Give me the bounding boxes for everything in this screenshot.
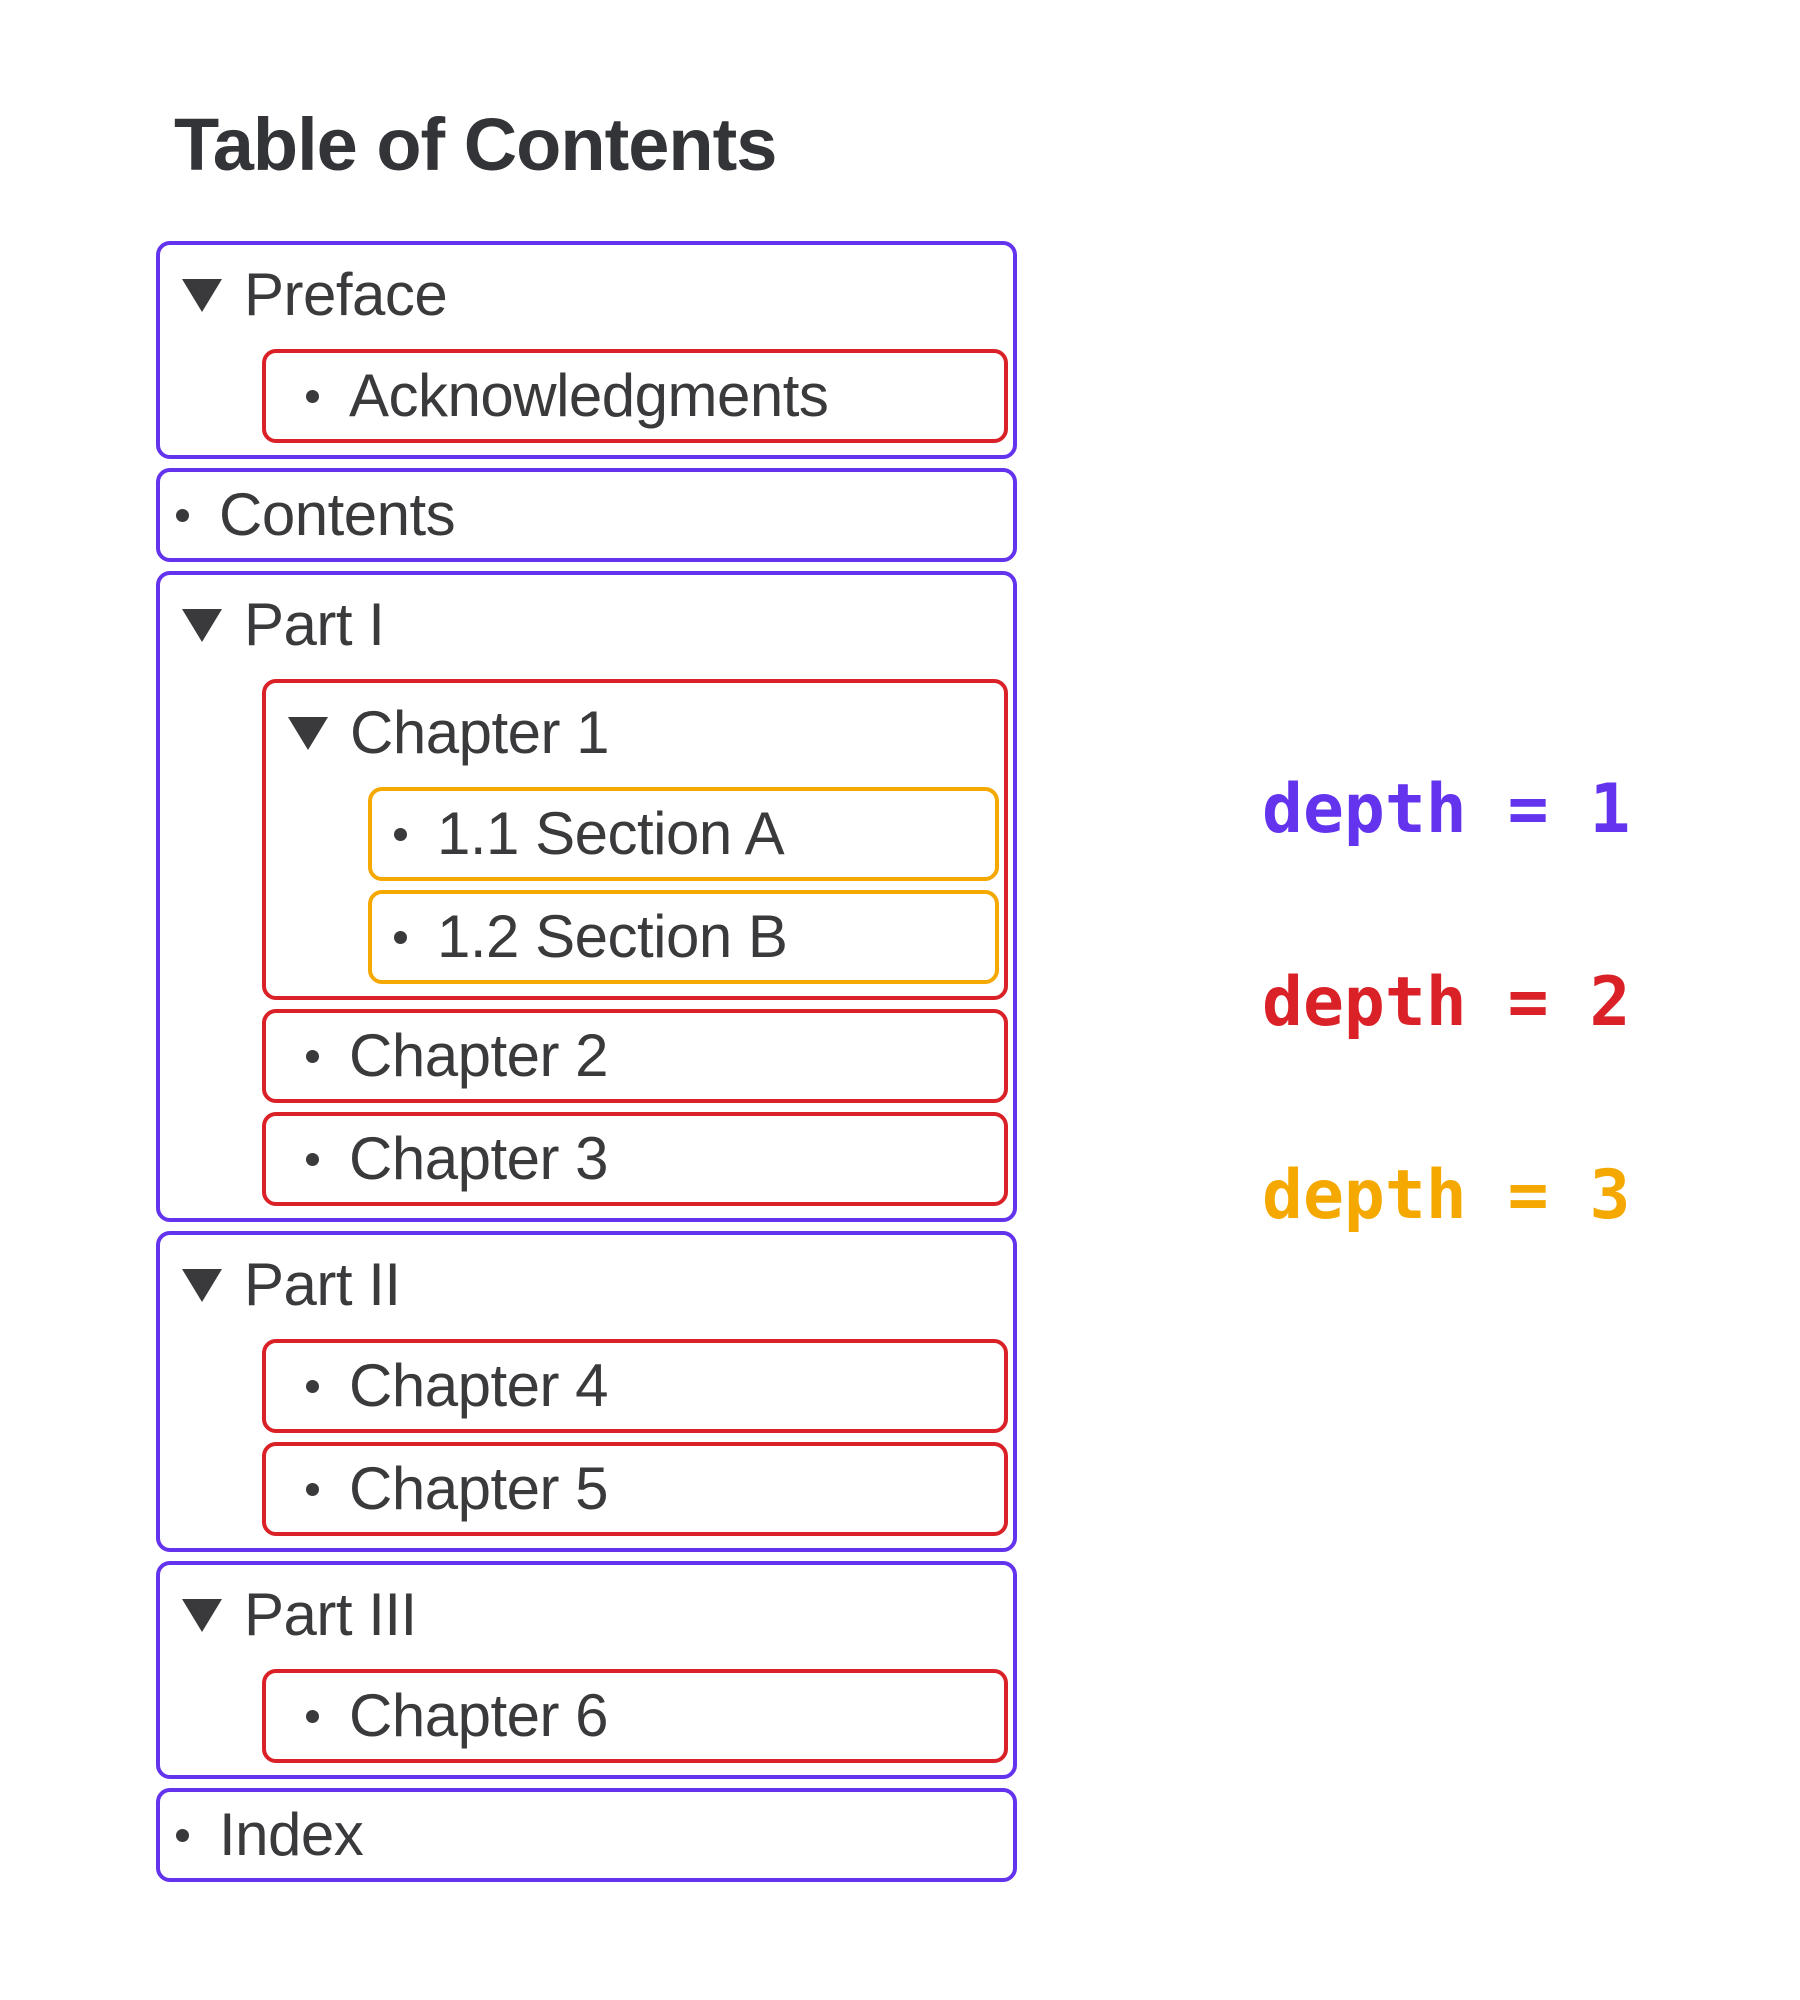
toc-children-group: Acknowledgments (262, 349, 1008, 455)
toc-children-group: Chapter 4 Chapter 5 (262, 1339, 1008, 1548)
toc-item-label: Contents (219, 481, 456, 548)
toc-item-label: Part II (244, 1251, 401, 1318)
bullet-icon (394, 827, 407, 841)
bullet-icon (306, 1152, 319, 1166)
toc-item-label: Part I (244, 591, 385, 658)
toc-item-label: Chapter 1 (350, 699, 610, 766)
collapse-triangle-icon[interactable] (182, 1598, 222, 1632)
bullet-icon (306, 1709, 319, 1723)
toc-row-1-2-section-b[interactable]: 1.2 Section B (372, 894, 995, 980)
toc-item-label: Acknowledgments (349, 362, 829, 429)
bullet-icon (306, 1049, 319, 1063)
toc-row-part-i[interactable]: Part I (160, 575, 1013, 679)
toc-item-label: Chapter 3 (349, 1125, 609, 1192)
toc-item-label: 1.1 Section A (437, 800, 785, 867)
toc-item-label: Preface (244, 261, 448, 328)
toc-node-chapter-3[interactable]: Chapter 3 (262, 1112, 1008, 1206)
toc-item-label: Chapter 4 (349, 1352, 609, 1419)
toc-row-chapter-5[interactable]: Chapter 5 (266, 1446, 1004, 1532)
toc-row-acknowledgments[interactable]: Acknowledgments (266, 353, 1004, 439)
toc-item-label: 1.2 Section B (437, 903, 788, 970)
toc-node-chapter-5[interactable]: Chapter 5 (262, 1442, 1008, 1536)
toc-children-group: Chapter 6 (262, 1669, 1008, 1775)
toc-node-part-iii[interactable]: Part III Chapter 6 (156, 1561, 1017, 1779)
toc-node-acknowledgments[interactable]: Acknowledgments (262, 349, 1008, 443)
toc-item-label: Chapter 6 (349, 1682, 609, 1749)
toc-node-chapter-4[interactable]: Chapter 4 (262, 1339, 1008, 1433)
toc-row-preface[interactable]: Preface (160, 245, 1013, 349)
toc-row-1-1-section-a[interactable]: 1.1 Section A (372, 791, 995, 877)
toc-item-label: Chapter 2 (349, 1022, 609, 1089)
toc-row-chapter-2[interactable]: Chapter 2 (266, 1013, 1004, 1099)
bullet-icon (306, 389, 319, 403)
toc-row-chapter-1[interactable]: Chapter 1 (266, 683, 1004, 787)
toc-row-index[interactable]: Index (160, 1792, 1013, 1878)
bullet-icon (306, 1379, 319, 1393)
toc-node-1-1-section-a[interactable]: 1.1 Section A (368, 787, 999, 881)
toc-node-chapter-6[interactable]: Chapter 6 (262, 1669, 1008, 1763)
collapse-triangle-icon[interactable] (182, 608, 222, 642)
collapse-triangle-icon[interactable] (182, 278, 222, 312)
toc-row-chapter-6[interactable]: Chapter 6 (266, 1673, 1004, 1759)
toc-node-chapter-1[interactable]: Chapter 1 1.1 Section A 1.2 Section B (262, 679, 1008, 1000)
toc-item-label: Part III (244, 1581, 417, 1648)
toc-row-chapter-4[interactable]: Chapter 4 (266, 1343, 1004, 1429)
toc-item-label: Index (219, 1801, 364, 1868)
toc-node-chapter-2[interactable]: Chapter 2 (262, 1009, 1008, 1103)
toc-row-chapter-3[interactable]: Chapter 3 (266, 1116, 1004, 1202)
toc-node-index[interactable]: Index (156, 1788, 1017, 1882)
page-title: Table of Contents (174, 103, 777, 186)
toc-row-contents[interactable]: Contents (160, 472, 1013, 558)
toc-node-1-2-section-b[interactable]: 1.2 Section B (368, 890, 999, 984)
bullet-icon (176, 508, 189, 522)
collapse-triangle-icon[interactable] (182, 1268, 222, 1302)
toc-item-label: Chapter 5 (349, 1455, 609, 1522)
bullet-icon (394, 930, 407, 944)
legend-label-depth2: depth = 2 (1262, 963, 1631, 1042)
toc-node-contents[interactable]: Contents (156, 468, 1017, 562)
collapse-triangle-icon[interactable] (288, 716, 328, 750)
bullet-icon (176, 1828, 189, 1842)
toc-node-part-ii[interactable]: Part II Chapter 4 Chapter 5 (156, 1231, 1017, 1552)
toc-children-group: 1.1 Section A 1.2 Section B (368, 787, 999, 996)
toc-row-part-iii[interactable]: Part III (160, 1565, 1013, 1669)
toc-node-part-i[interactable]: Part I Chapter 1 1.1 Section A 1.2 Section … (156, 571, 1017, 1222)
legend-label-depth1: depth = 1 (1262, 770, 1631, 849)
legend-label-depth3: depth = 3 (1262, 1156, 1631, 1235)
bullet-icon (306, 1482, 319, 1496)
toc-row-part-ii[interactable]: Part II (160, 1235, 1013, 1339)
